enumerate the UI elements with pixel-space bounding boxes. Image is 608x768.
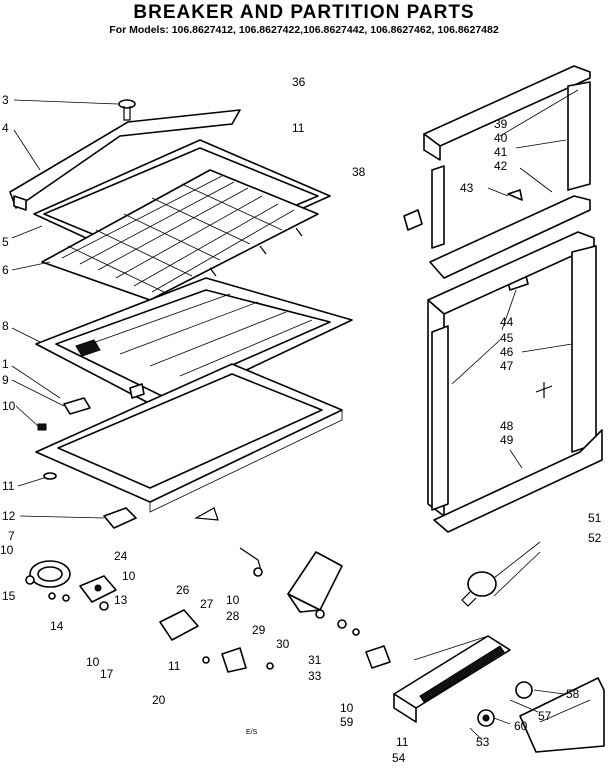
callout-c17: 17 [100, 667, 114, 681]
clip-part [37, 423, 47, 431]
lower-partition-frame-part [35, 363, 343, 513]
callout-c10b: 10 [0, 543, 14, 557]
callout-c6: 6 [2, 263, 9, 277]
control-bracket-part [159, 547, 263, 673]
partition-pan-part [35, 277, 353, 411]
callout-c29: 29 [252, 623, 266, 637]
callout-c58: 58 [566, 687, 580, 701]
control-panel-part [393, 635, 511, 723]
freezer-door-frame-part [423, 65, 591, 161]
callout-c28: 28 [226, 609, 240, 623]
callout-c8: 8 [2, 319, 9, 333]
page-title: BREAKER AND PARTITION PARTS [133, 2, 475, 23]
callout-c12: 12 [2, 509, 16, 523]
callout-c27: 27 [200, 597, 214, 611]
light-bulb-part [461, 571, 497, 607]
callout-c13: 13 [114, 593, 128, 607]
callout-c1: 1 [2, 357, 9, 371]
callout-c15: 15 [2, 589, 16, 603]
callout-c38: 38 [352, 165, 366, 179]
callout-c49: 49 [500, 433, 514, 447]
footer-code: E/S [246, 729, 258, 736]
connector-part [25, 575, 70, 602]
callout-c46: 46 [500, 345, 514, 359]
callout-c30: 30 [276, 637, 290, 651]
screw-part [118, 99, 136, 121]
breaker-strip-part [9, 109, 241, 211]
callout-c10a: 10 [2, 399, 16, 413]
callout-c45: 45 [500, 331, 514, 345]
fresh-food-door-gasket-part [431, 325, 603, 533]
callout-c9: 9 [2, 373, 9, 387]
callout-c57: 57 [538, 709, 552, 723]
callout-c40: 40 [494, 131, 508, 145]
callout-c48: 48 [500, 419, 514, 433]
callout-c4: 4 [2, 121, 9, 135]
small-screw-part [43, 472, 57, 480]
callout-c24: 24 [114, 549, 128, 563]
freezer-door-gasket-part [429, 81, 591, 279]
callout-c11d: 11 [396, 735, 409, 749]
callout-c26: 26 [176, 583, 190, 597]
callout-c60: 60 [514, 719, 528, 733]
callout-c33: 33 [308, 669, 322, 683]
callout-c5: 5 [2, 235, 9, 249]
callout-c20: 20 [152, 693, 166, 707]
callout-c53: 53 [476, 735, 490, 749]
callout-c42: 42 [494, 159, 508, 173]
callout-c10f: 10 [340, 701, 354, 715]
callout-c10c: 10 [122, 569, 136, 583]
leader-lines [11, 89, 579, 741]
callout-c7: 7 [8, 529, 15, 543]
callout-c11c: 11 [292, 121, 305, 135]
insulator-part [63, 397, 91, 415]
callout-c14: 14 [50, 619, 64, 633]
callout-c43: 43 [460, 181, 474, 195]
callout-c47: 47 [500, 359, 514, 373]
partition-grille-part [41, 169, 319, 301]
callout-c59: 59 [340, 715, 354, 729]
callout-c51: 51 [588, 511, 602, 525]
callout-c44: 44 [500, 315, 514, 329]
callout-c10e: 10 [86, 655, 100, 669]
terminal-block-part [202, 645, 391, 670]
callout-c10d: 10 [226, 593, 240, 607]
callout-c11b: 11 [168, 659, 181, 673]
thermostat-bracket-part [103, 507, 219, 529]
callout-c36: 36 [292, 75, 306, 89]
callout-c41: 41 [494, 145, 508, 159]
callout-c52: 52 [588, 531, 602, 545]
callout-c11a: 11 [2, 479, 15, 493]
switch-part [79, 575, 117, 611]
end-cap-part [519, 677, 605, 753]
heater-loop-part [29, 560, 71, 588]
damper-housing-part [287, 551, 360, 636]
model-list: For Models: 106.8627412, 106.8627422,106… [109, 24, 499, 36]
callout-c3: 3 [2, 93, 9, 107]
callout-c31: 31 [308, 653, 322, 667]
callout-c54: 54 [392, 751, 406, 765]
callout-c39: 39 [494, 117, 508, 131]
